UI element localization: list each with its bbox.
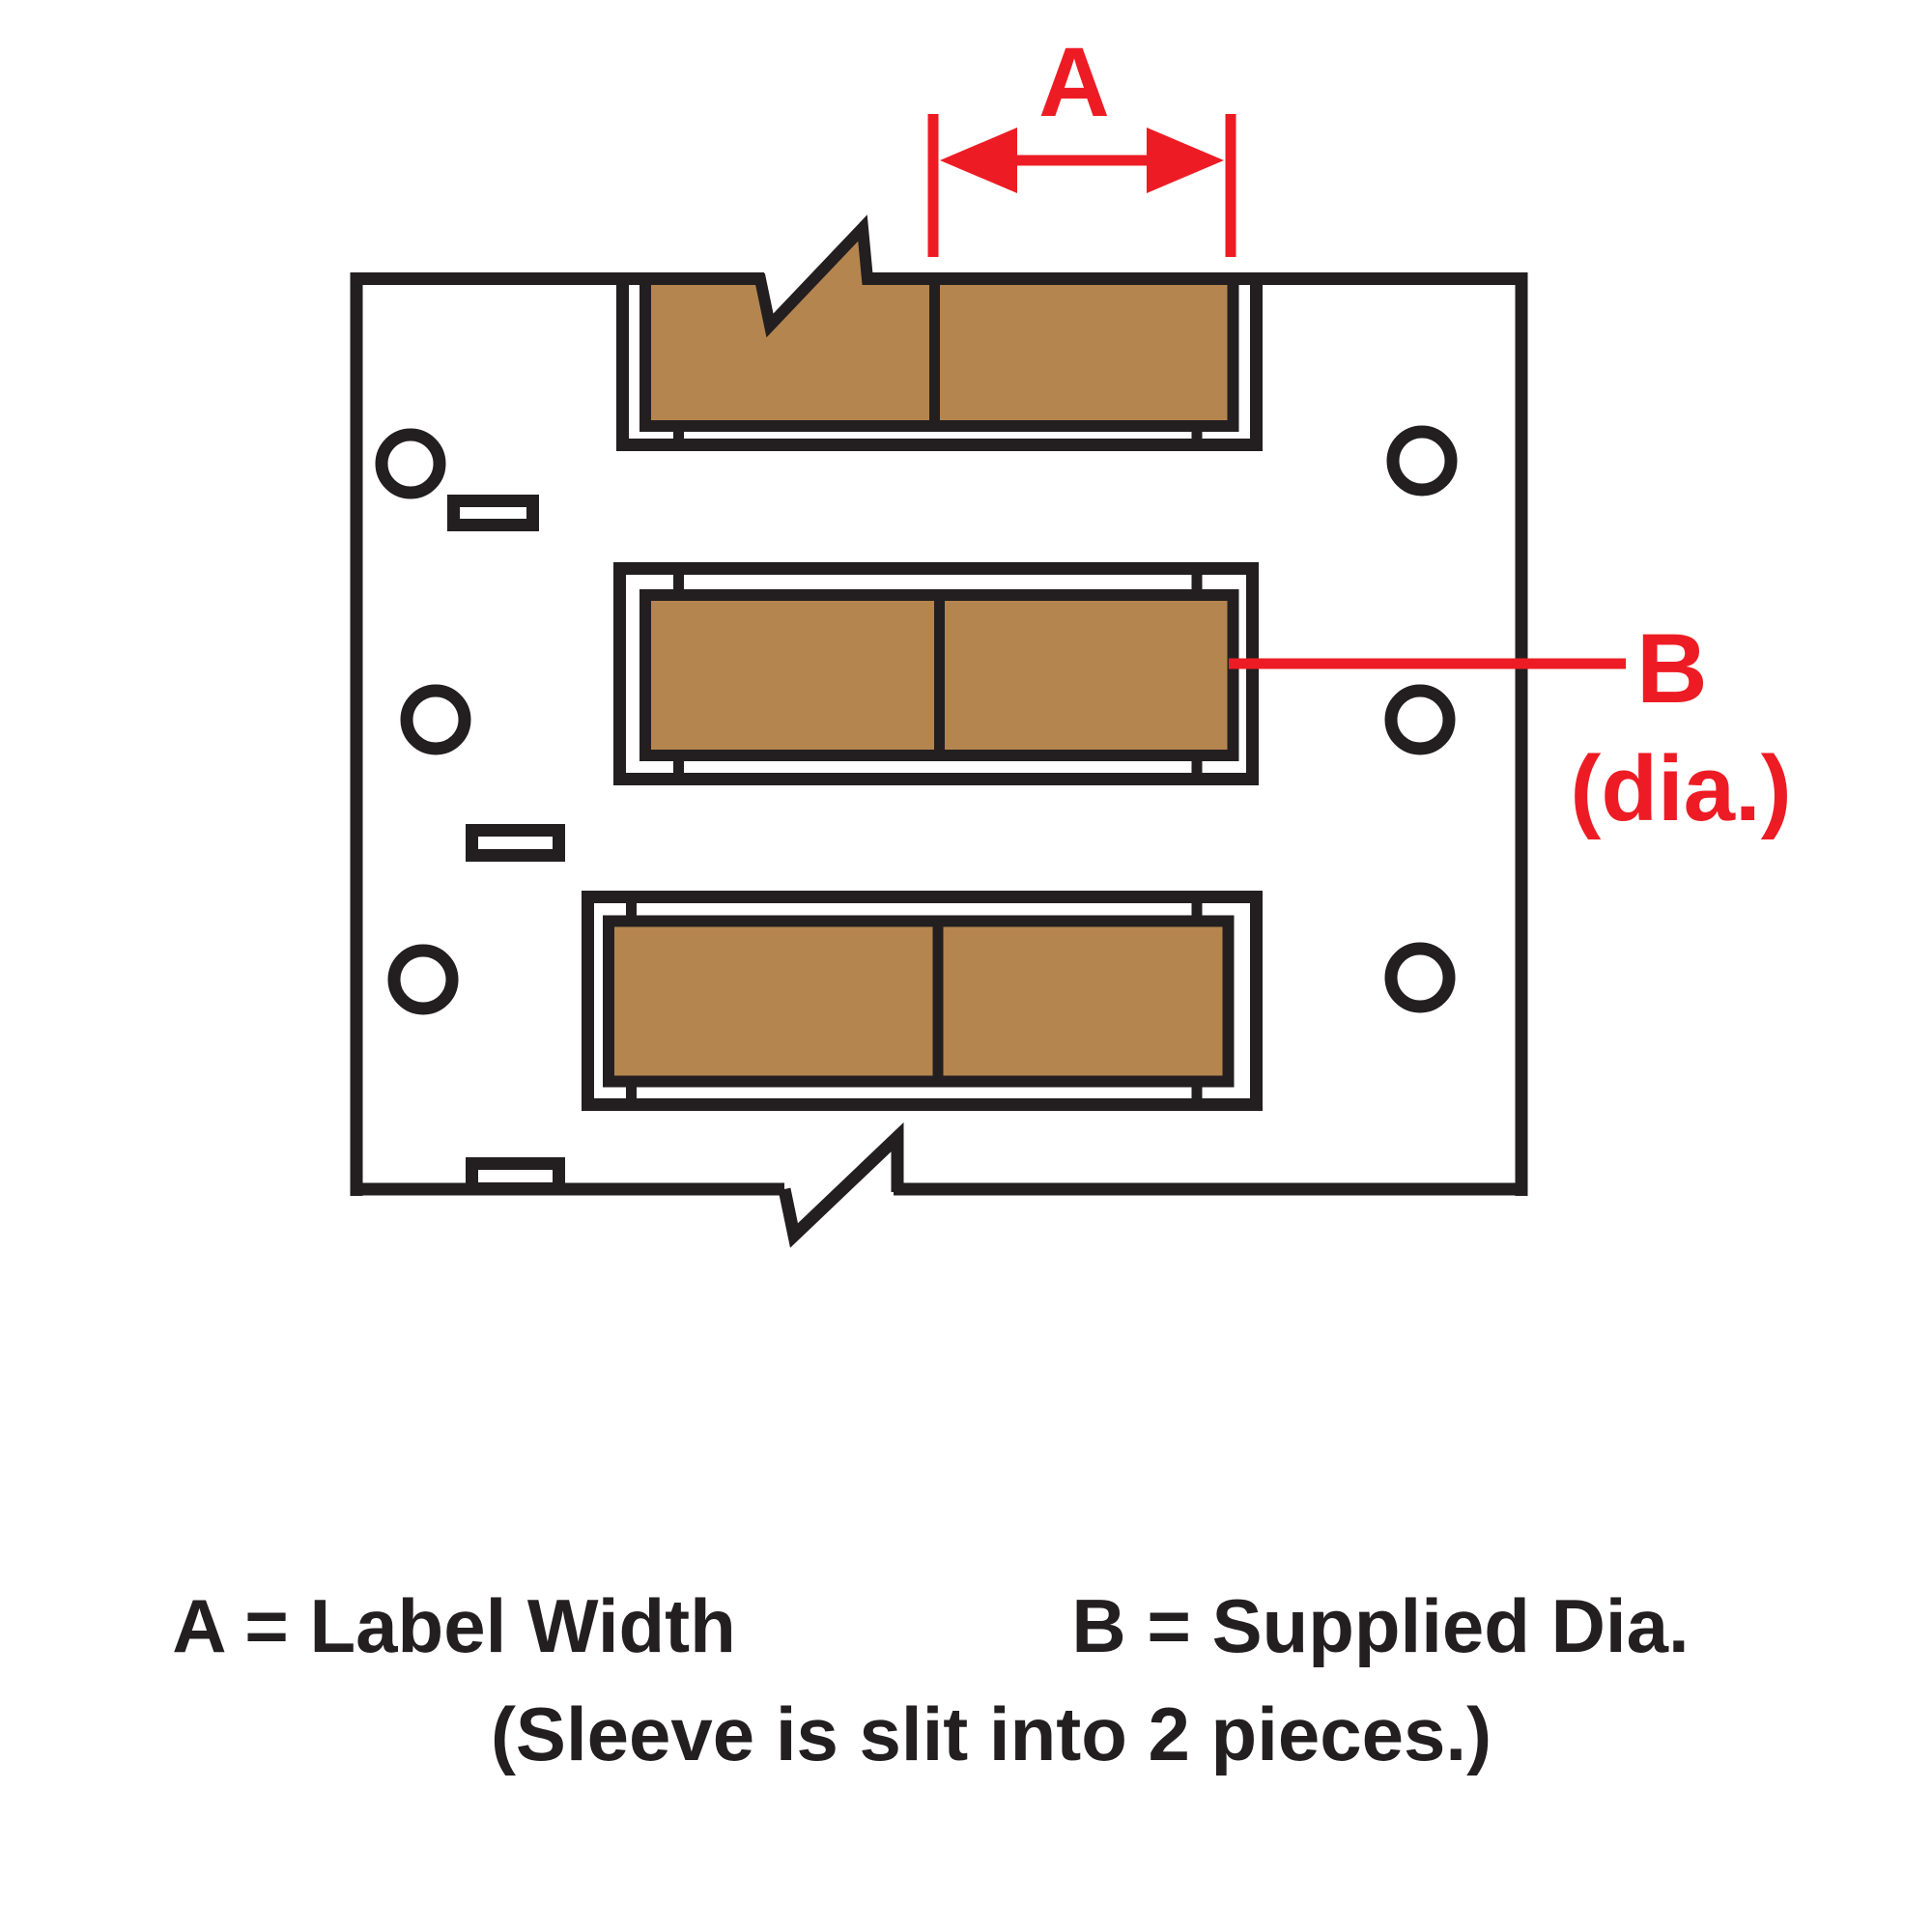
feed-slot-3 bbox=[466, 1157, 565, 1195]
legend-b-definition: B = Supplied Dia. bbox=[1071, 1583, 1689, 1668]
torn-edge-bottom bbox=[778, 1122, 904, 1248]
feed-hole-right-1 bbox=[1386, 425, 1458, 497]
dimension-a: A bbox=[927, 27, 1236, 257]
dimension-b-label: B bbox=[1636, 613, 1708, 724]
sleeve-outer-1 bbox=[616, 272, 1263, 451]
sleeve-row-1 bbox=[616, 214, 1263, 451]
arrow-left-icon bbox=[940, 128, 1017, 193]
feed-hole-left-3 bbox=[387, 944, 459, 1015]
feed-hole-right-2 bbox=[1384, 684, 1456, 755]
sleeve-label-3 bbox=[603, 915, 1235, 1088]
feed-slot-2 bbox=[466, 824, 565, 862]
sleeve-row-3 bbox=[582, 891, 1263, 1111]
dimension-a-label: A bbox=[1038, 27, 1110, 137]
legend: A = Label Width B = Supplied Dia. (Sleev… bbox=[172, 1583, 1689, 1776]
arrow-right-icon bbox=[1147, 128, 1224, 193]
dimension-b: B (dia.) bbox=[1229, 613, 1792, 840]
feed-hole-left-2 bbox=[400, 684, 471, 755]
legend-note: (Sleeve is slit into 2 pieces.) bbox=[491, 1691, 1492, 1776]
feed-hole-left-1 bbox=[375, 428, 446, 499]
feed-slot-1 bbox=[447, 495, 539, 531]
feed-hole-right-3 bbox=[1384, 942, 1456, 1013]
legend-a-definition: A = Label Width bbox=[172, 1583, 736, 1668]
dimension-b-sublabel: (dia.) bbox=[1570, 737, 1791, 840]
sleeve-row-2 bbox=[613, 562, 1259, 785]
